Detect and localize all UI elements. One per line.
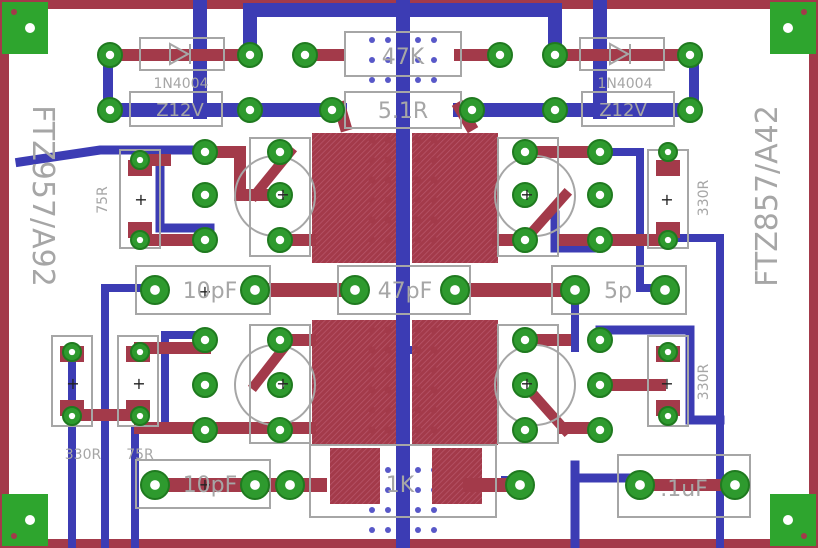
pad-drill [68, 412, 76, 420]
plus-mark: + [520, 374, 533, 393]
label-zener-left: Z12V [156, 100, 204, 121]
label-cap-5p: 5p [604, 279, 632, 304]
polarity-marks: + + + + + + + + + + + [66, 185, 673, 494]
plus-mark: + [134, 190, 147, 209]
pad-drill [664, 148, 672, 156]
pad-drill [105, 105, 115, 115]
pad-drill [275, 235, 285, 245]
center-bus [368, 136, 438, 434]
label-res-75r-top: 75R [95, 186, 111, 214]
pad-drill [136, 156, 144, 164]
label-res-1k: 1K [386, 473, 415, 498]
label-zener-right: Z12V [599, 100, 647, 121]
pad-drill [105, 50, 115, 60]
label-res-47k: 47K [382, 45, 425, 70]
pad-drill [595, 235, 605, 245]
pad-drill [450, 285, 460, 295]
pad-drill [275, 147, 285, 157]
label-cap-01uf: .1uF [660, 477, 708, 502]
pad-drill [550, 105, 560, 115]
pad-drill [685, 105, 695, 115]
pad-drill [245, 105, 255, 115]
plus-mark: + [66, 374, 79, 393]
pad-drill [200, 235, 210, 245]
pad-drill [136, 412, 144, 420]
plus-mark: + [520, 185, 533, 204]
pad-drill [495, 50, 505, 60]
label-diode-left: 1N4004 [153, 76, 208, 92]
pad-drill [275, 335, 285, 345]
plus-mark: + [198, 282, 211, 301]
pad-drill [550, 50, 560, 60]
pad-drill [200, 335, 210, 345]
pad-drill [515, 480, 525, 490]
label-res-75r-bottom: 75R [126, 447, 154, 463]
plus-mark: + [198, 475, 211, 494]
pad-drill [595, 335, 605, 345]
pad-drill [520, 380, 530, 390]
pad-drill [685, 50, 695, 60]
pad-drill [520, 425, 530, 435]
pad-drill [520, 235, 530, 245]
pad-drill [200, 380, 210, 390]
pad-drill [595, 147, 605, 157]
label-cap-10pf-top: 10pF [183, 279, 238, 304]
board-label-right: FTZ857/A42 [750, 105, 785, 287]
plus-mark: + [276, 374, 289, 393]
pad-drill [467, 105, 477, 115]
pad-drill [350, 285, 360, 295]
diode-symbols [169, 42, 631, 66]
pad-drill [150, 285, 160, 295]
label-res-5r1: 5.1R [378, 99, 428, 124]
pad-drill [68, 348, 76, 356]
plus-mark: + [660, 374, 673, 393]
pad-drill [250, 285, 260, 295]
transistor-tab-pours [312, 133, 498, 504]
plus-mark: + [276, 185, 289, 204]
label-res-330r-right: 330R [696, 364, 712, 401]
pad-drill [664, 236, 672, 244]
label-diode-right: 1N4004 [597, 76, 652, 92]
pad-drill [200, 147, 210, 157]
component-labels: 1N4004 1N4004 Z12V Z12V 47K 5.1R 10pF 47… [65, 45, 712, 502]
pad-drill [520, 147, 530, 157]
pad-drill [660, 285, 670, 295]
pad-drill [275, 190, 285, 200]
pad-drill [595, 380, 605, 390]
pad-drill [327, 105, 337, 115]
label-res-330r-left: 330R [65, 447, 102, 463]
pad-drill [300, 50, 310, 60]
pad-drill [730, 480, 740, 490]
pad-drill [595, 425, 605, 435]
plus-mark: + [132, 374, 145, 393]
pad-drill [285, 480, 295, 490]
label-cap-47pf: 47pF [378, 279, 433, 304]
pad-drill [275, 425, 285, 435]
label-res-330r-top: 330R [696, 180, 712, 217]
plus-mark: + [660, 190, 673, 209]
pad-drill [595, 190, 605, 200]
pad-drill [635, 480, 645, 490]
pad-drill [136, 236, 144, 244]
pad-drill [250, 480, 260, 490]
pad-drill [520, 190, 530, 200]
pad-drill [200, 425, 210, 435]
pad-drill [664, 348, 672, 356]
pad-drill [664, 412, 672, 420]
pad-drill [136, 348, 144, 356]
board-labels: FTZ957/A92 FTZ857/A42 [25, 105, 785, 287]
through-hole-pads [62, 42, 750, 500]
pad-drill [520, 335, 530, 345]
label-cap-10pf-bottom: 10pF [183, 473, 238, 498]
pad-drill [275, 380, 285, 390]
pad-drill [150, 480, 160, 490]
pad-drill [570, 285, 580, 295]
board-label-left: FTZ957/A92 [25, 105, 60, 287]
pad-drill [200, 190, 210, 200]
pad-drill [245, 50, 255, 60]
